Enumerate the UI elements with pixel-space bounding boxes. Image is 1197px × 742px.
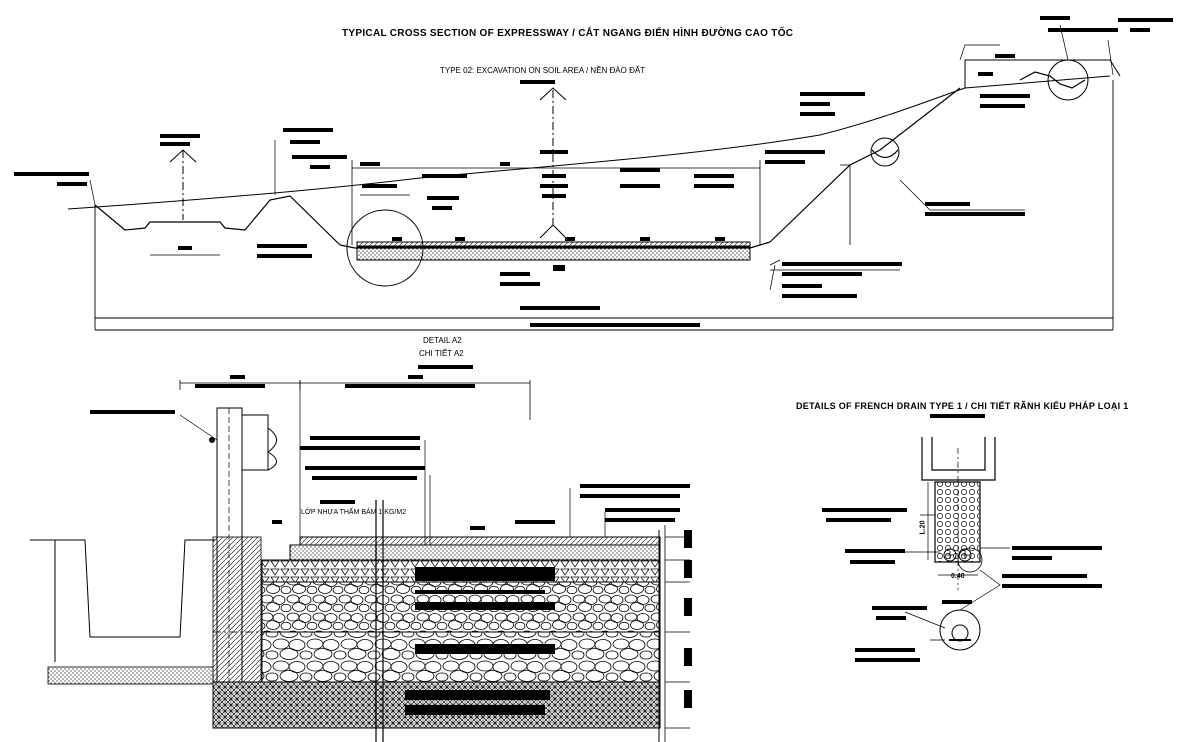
cad-label-blocks [14,16,1173,327]
detail-a2-label-blocks [90,365,692,715]
french-drain-detail [904,437,1010,651]
section-type-label: TYPE 02: EXCAVATION ON SOIL AREA / NỀN Đ… [440,66,646,75]
french-drain-title: DETAILS OF FRENCH DRAIN TYPE 1 / CHI TIẾ… [796,401,1129,411]
detail-a2-title: DETAIL A2 [423,336,462,345]
cross-section-top [67,24,1121,331]
drawing-main-title: TYPICAL CROSS SECTION OF EXPRESSWAY / CẮ… [342,28,794,39]
detail-a2-section [30,380,690,742]
detail-a2-subtitle: CHI TIẾT A2 [419,349,464,358]
french-drain-label-blocks [822,414,1102,662]
prime-coat-note: LỚP NHỰA THẤM BÁM 1 KG/M2 [301,509,407,516]
